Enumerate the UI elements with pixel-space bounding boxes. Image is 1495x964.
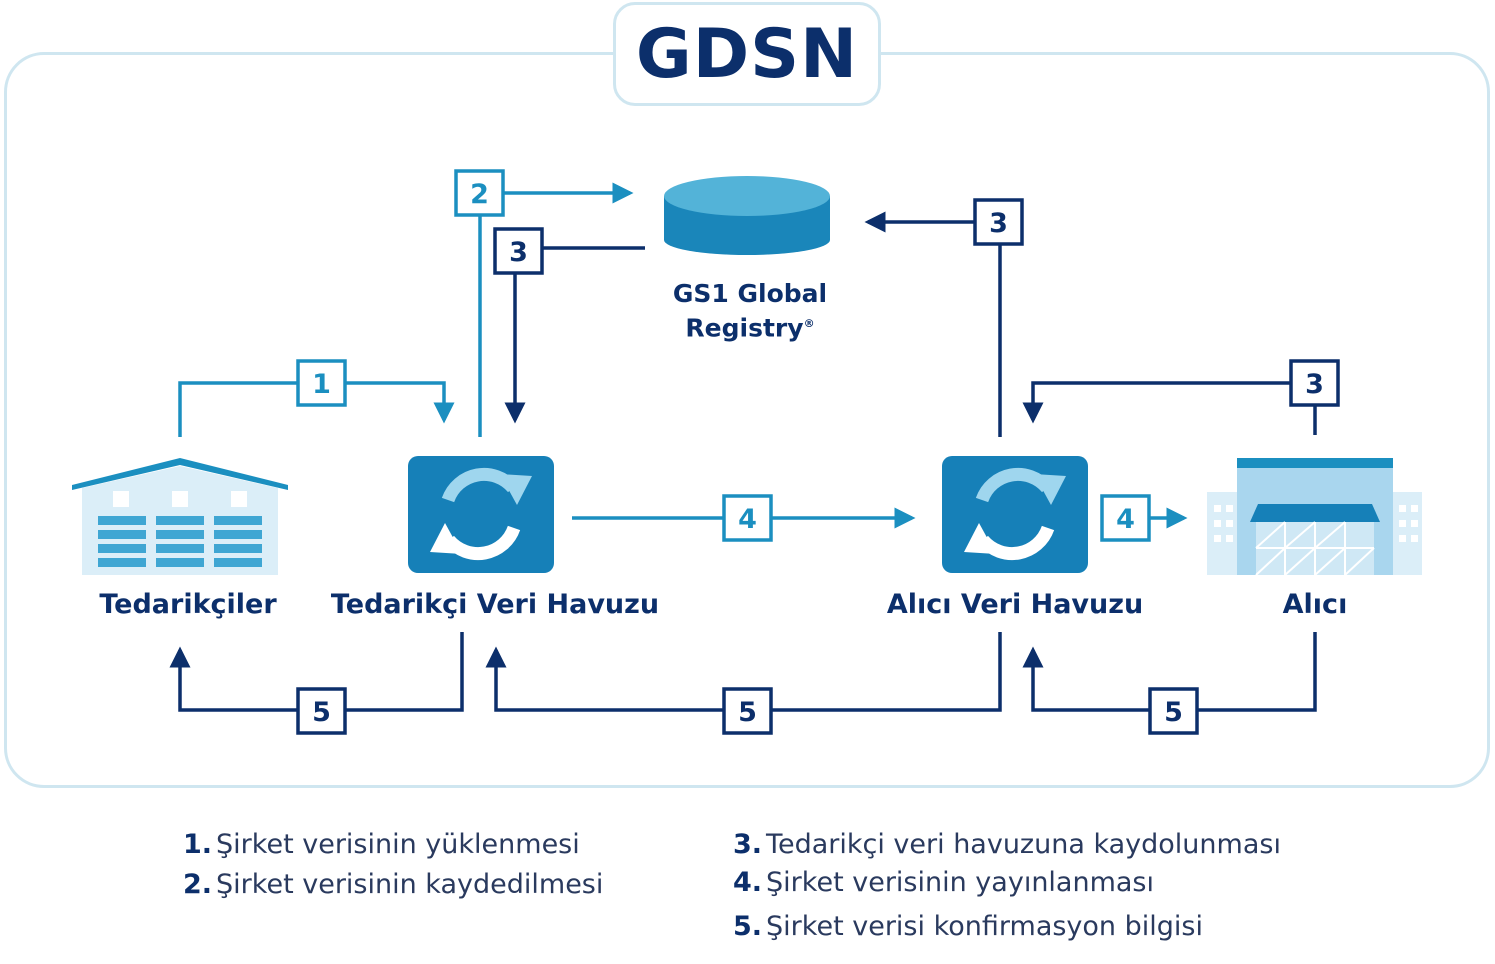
legend-item-4: 4.Şirket verisinin yayınlanması bbox=[733, 867, 1154, 898]
buyer-pool-label: Alıcı Veri Havuzu bbox=[886, 589, 1144, 620]
step-badge-5-buyerpool: 5 bbox=[1148, 687, 1199, 735]
gdsn-title: GDSN bbox=[613, 2, 881, 106]
step-badge-1: 1 bbox=[296, 359, 347, 407]
legend-number: 5. bbox=[733, 911, 763, 942]
sync-icon-supplier-pool bbox=[408, 456, 554, 573]
svg-text:4: 4 bbox=[1116, 504, 1135, 535]
svg-text:3: 3 bbox=[989, 208, 1008, 239]
legend-text: Şirket verisi konfirmasyon bilgisi bbox=[766, 911, 1203, 942]
step-badge-4-pools: 4 bbox=[722, 494, 773, 542]
step-badge-3-registry-supplier: 3 bbox=[493, 227, 544, 275]
svg-text:3: 3 bbox=[509, 237, 528, 268]
legend-number: 3. bbox=[733, 829, 763, 860]
legend-item-3: 3.Tedarikçi veri havuzuna kaydolunması bbox=[733, 829, 1281, 860]
warehouse-icon bbox=[72, 458, 288, 575]
supplier-pool-label: Tedarikçi Veri Havuzu bbox=[330, 589, 660, 620]
svg-text:3: 3 bbox=[1305, 369, 1324, 400]
registered-mark: ® bbox=[803, 317, 815, 330]
legend-number: 2. bbox=[183, 869, 213, 900]
step-badge-2: 2 bbox=[454, 169, 505, 217]
legend-item-5: 5.Şirket verisi konfirmasyon bilgisi bbox=[733, 911, 1203, 942]
legend-text: Tedarikçi veri havuzuna kaydolunması bbox=[766, 829, 1281, 860]
legend-text: Şirket verisinin kaydedilmesi bbox=[216, 869, 604, 900]
sync-icon-buyer-pool bbox=[942, 456, 1088, 573]
connector-step3-buyer-buyerpool bbox=[1022, 381, 1317, 435]
registry-label: GS1 Global Registry® bbox=[640, 279, 860, 343]
step-badge-5-suppliers: 5 bbox=[296, 687, 347, 735]
svg-text:1: 1 bbox=[312, 369, 331, 400]
legend-text: Şirket verisinin yüklenmesi bbox=[216, 829, 580, 860]
suppliers-label: Tedarikçiler bbox=[99, 589, 277, 620]
step-badge-5-pools: 5 bbox=[722, 687, 773, 735]
legend-item-1: 1.Şirket verisinin yüklenmesi bbox=[183, 829, 580, 860]
svg-text:5: 5 bbox=[312, 697, 331, 728]
svg-text:5: 5 bbox=[738, 697, 757, 728]
store-icon bbox=[1207, 458, 1422, 576]
legend-number: 4. bbox=[733, 867, 763, 898]
step-badge-3-buyer: 3 bbox=[1289, 359, 1340, 407]
legend-number: 1. bbox=[183, 829, 213, 860]
step-badge-4-buyer: 4 bbox=[1100, 494, 1151, 542]
svg-text:5: 5 bbox=[1164, 697, 1183, 728]
database-icon bbox=[664, 176, 830, 255]
svg-text:2: 2 bbox=[470, 179, 489, 210]
registry-label-line1: GS1 Global bbox=[672, 279, 828, 308]
registry-label-line2: Registry® bbox=[685, 313, 815, 343]
connector-step3-buyerpool-registry bbox=[864, 211, 1002, 437]
legend-text: Şirket verisinin yayınlanması bbox=[766, 867, 1155, 898]
svg-text:4: 4 bbox=[738, 504, 757, 535]
step-badge-3-buyerpool-registry: 3 bbox=[973, 198, 1024, 246]
buyer-label: Alıcı bbox=[1282, 589, 1348, 620]
legend-item-2: 2.Şirket verisinin kaydedilmesi bbox=[183, 869, 603, 900]
